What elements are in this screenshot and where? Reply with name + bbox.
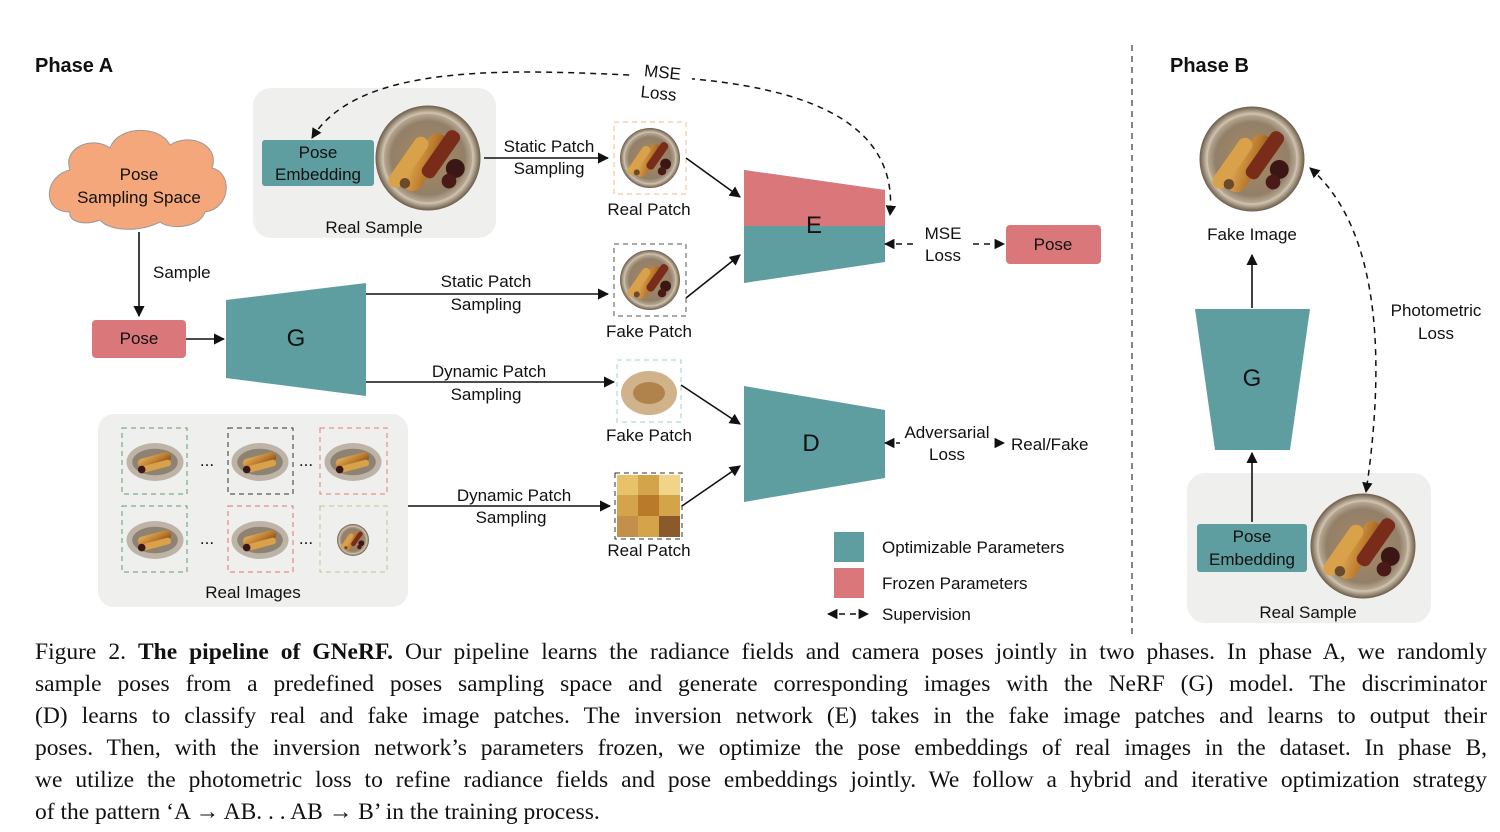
photometric-loss-line-2: Loss xyxy=(1418,324,1454,343)
fake-image-label: Fake Image xyxy=(1207,225,1297,244)
mse-loss-right-line-2: Loss xyxy=(925,246,961,265)
phase-b-real-sample-image xyxy=(1310,493,1416,599)
generator-g-label: G xyxy=(287,325,306,352)
figure-caption: Figure 2. The pipeline of GNeRF. Our pip… xyxy=(35,636,1487,828)
real-image-3 xyxy=(324,443,382,481)
dynamic-sampling-real-line-1: Dynamic Patch xyxy=(457,486,571,505)
static-sampling-fake-line-1: Static Patch xyxy=(441,272,532,291)
pose-embedding-line-1: Pose xyxy=(299,143,338,162)
caption-line-1: Figure 2. The pipeline of GNeRF. Our pip… xyxy=(35,636,1487,668)
mse-loss-top-line-1: MSE xyxy=(643,61,682,84)
real-image-5-frame xyxy=(227,505,294,573)
mse-loss-top-line-2: Loss xyxy=(640,82,678,105)
encoder-e-label: E xyxy=(806,212,822,239)
real-image-1-frame xyxy=(121,427,188,495)
real-image-5 xyxy=(231,521,289,559)
phase-b-pose-embedding-line-1: Pose xyxy=(1233,527,1272,546)
fake-patch-to-e-arrow xyxy=(685,254,741,299)
static-sampling-real-line-1: Static Patch xyxy=(504,137,595,156)
caption-line-1-rest: Our pipeline learns the radiance fields … xyxy=(405,639,1488,665)
phase-a-title: Phase A xyxy=(35,55,113,77)
adversarial-loss-line-1: Adversarial xyxy=(904,423,989,442)
fake-patch-mid-image xyxy=(620,250,680,310)
cloud-line-1: Pose xyxy=(120,165,159,184)
pose-embedding-line-2: Embedding xyxy=(275,165,361,184)
real-patch-bottom-label: Real Patch xyxy=(607,541,690,560)
legend-supervision-label: Supervision xyxy=(882,605,971,624)
mse-loss-right-line-1: MSE xyxy=(925,224,962,243)
phase-b-pose-embedding-box xyxy=(1197,524,1307,572)
pose-sampling-space-cloud: Pose Sampling Space xyxy=(48,129,227,230)
ellipsis-2: ... xyxy=(299,451,313,470)
static-sampling-real-line-2: Sampling xyxy=(514,159,585,178)
phase-b-generator-g-block xyxy=(1195,309,1310,450)
pipeline-diagram: Phase A Pose Sampling Space Sample Pose … xyxy=(35,45,1490,636)
encoder-e-frozen-half xyxy=(744,170,885,226)
static-sampling-fake-line-2: Sampling xyxy=(451,295,522,314)
discriminator-d-block xyxy=(744,386,885,502)
legend-frozen-label: Frozen Parameters xyxy=(882,574,1028,593)
fake-image xyxy=(1199,106,1305,212)
fake-patch-low-frame xyxy=(616,359,682,423)
fake-patch-low-label: Fake Patch xyxy=(606,426,692,445)
caption-line-5: we utilize the photometric loss to refin… xyxy=(35,767,1487,793)
real-image-6-frame xyxy=(319,505,388,573)
mse-loss-right-bg xyxy=(918,224,968,264)
phase-b-pose-embedding-line-2: Embedding xyxy=(1209,550,1295,569)
pose-input-box xyxy=(92,320,186,358)
dynamic-sampling-real-line-2: Sampling xyxy=(476,508,547,527)
real-image-3-frame xyxy=(319,427,388,495)
caption-figure-label: Figure 2. xyxy=(35,639,126,665)
fake-patch-mid-label: Fake Patch xyxy=(606,322,692,341)
caption-line-3: (D) learns to classify real and fake ima… xyxy=(35,703,1487,729)
real-images-panel xyxy=(98,414,408,607)
photometric-loss-arc xyxy=(1309,167,1377,494)
adversarial-loss-line-2: Loss xyxy=(929,445,965,464)
real-images-label: Real Images xyxy=(205,583,300,602)
real-patch-to-d-arrow xyxy=(681,465,741,507)
phase-b-real-sample-label: Real Sample xyxy=(1259,603,1356,622)
fake-patch-low-center xyxy=(633,382,665,404)
caption-line-6: of the pattern ‘A → AB. . . AB → B’ in t… xyxy=(35,799,600,825)
pose-input-label: Pose xyxy=(120,329,159,348)
real-patch-top-label: Real Patch xyxy=(607,200,690,219)
generator-g-block xyxy=(226,283,366,396)
photometric-loss-line-1: Photometric xyxy=(1391,301,1482,320)
sample-label: Sample xyxy=(153,263,211,282)
phase-b-generator-g-label: G xyxy=(1243,365,1262,392)
mse-loss-top-bg xyxy=(630,60,692,102)
fake-patch-to-d-arrow xyxy=(680,384,741,425)
real-patch-to-e-arrow xyxy=(685,157,741,198)
ellipsis-1: ... xyxy=(200,451,214,470)
dynamic-sampling-fake-line-1: Dynamic Patch xyxy=(432,362,546,381)
phase-b-title: Phase B xyxy=(1170,55,1249,77)
cloud-line-2: Sampling Space xyxy=(77,188,201,207)
ellipsis-3: ... xyxy=(200,529,214,548)
discriminator-d-label: D xyxy=(802,430,819,457)
real-sample-label: Real Sample xyxy=(325,218,422,237)
pose-output-label: Pose xyxy=(1034,235,1073,254)
fake-patch-mid-frame xyxy=(613,243,687,317)
real-image-1 xyxy=(126,443,184,481)
real-sample-image xyxy=(375,105,481,211)
caption-bold-title: The pipeline of GNeRF. xyxy=(137,639,394,665)
real-image-4-frame xyxy=(121,505,188,573)
photometric-loss-bg xyxy=(1380,298,1490,344)
real-image-2-frame xyxy=(227,427,294,495)
dynamic-sampling-fake-line-2: Sampling xyxy=(451,385,522,404)
real-image-6 xyxy=(337,524,369,556)
caption-line-2: sample poses from a predefined poses sam… xyxy=(35,671,1487,697)
legend-frozen-swatch xyxy=(834,568,864,598)
real-patch-bottom-image xyxy=(617,475,680,537)
caption-line-4: poses. Then, with the inversion network’… xyxy=(35,735,1487,761)
pose-output-box xyxy=(1006,225,1101,264)
real-image-4 xyxy=(126,521,184,559)
ellipsis-4: ... xyxy=(299,529,313,548)
legend-optimizable-label: Optimizable Parameters xyxy=(882,538,1064,557)
real-fake-label: Real/Fake xyxy=(1011,435,1088,454)
adversarial-loss-bg xyxy=(900,424,994,464)
real-patch-top-image xyxy=(620,128,680,188)
legend-optimizable-swatch xyxy=(834,532,864,562)
real-image-2 xyxy=(231,443,289,481)
